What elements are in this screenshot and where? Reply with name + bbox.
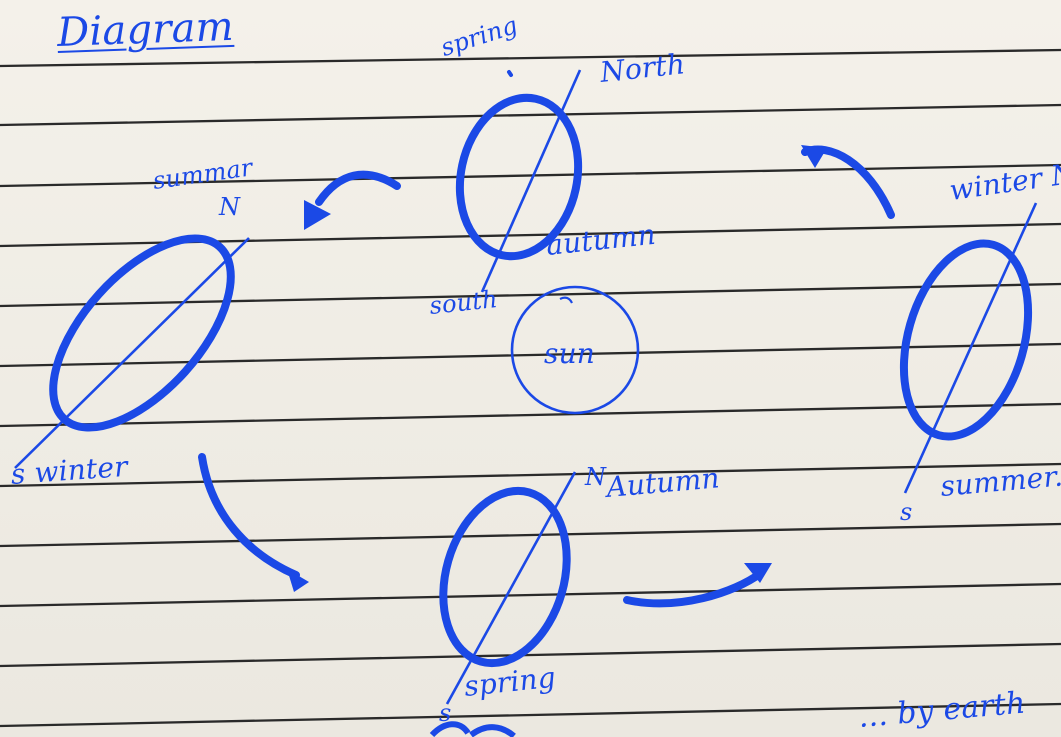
top-orbit: [455, 69, 583, 293]
left-north-label: N: [219, 193, 241, 221]
ruled-line: [0, 402, 1061, 428]
right-orbit: [899, 202, 1038, 494]
bottom-orbit: [439, 471, 577, 705]
ruled-line: [0, 642, 1061, 668]
arrow-left-to-bottom: [198, 453, 300, 579]
sun-circle: [510, 285, 640, 415]
bottom-north-label: N: [585, 463, 607, 491]
ruled-line: [0, 462, 1061, 488]
page-title: Diagram: [56, 3, 235, 56]
ruled-line: [0, 342, 1061, 368]
ruled-line: [0, 163, 1061, 188]
ruled-line: [0, 522, 1061, 548]
right-south-label: s: [900, 498, 913, 526]
arrowhead-left-to-bottom: [287, 569, 309, 592]
arrowhead-bottom-to-right: [744, 563, 772, 583]
bottom-ink-trace: [469, 724, 516, 737]
arrow-top-to-left: [315, 170, 401, 206]
left-orbit: [14, 234, 250, 469]
bottom-south-label: s: [439, 699, 452, 727]
ruled-line: [0, 702, 1061, 728]
bottom-ink-trace: [429, 721, 471, 737]
ruled-line: [0, 582, 1061, 608]
arrowhead-right-to-top: [801, 145, 827, 168]
ruled-line: [0, 103, 1061, 127]
ruled-line: [0, 48, 1061, 68]
arrowhead-top-to-left: [304, 200, 331, 230]
ruled-line: [0, 282, 1061, 308]
arrow-bottom-to-right: [623, 569, 765, 608]
sun-label: sun: [544, 337, 596, 370]
